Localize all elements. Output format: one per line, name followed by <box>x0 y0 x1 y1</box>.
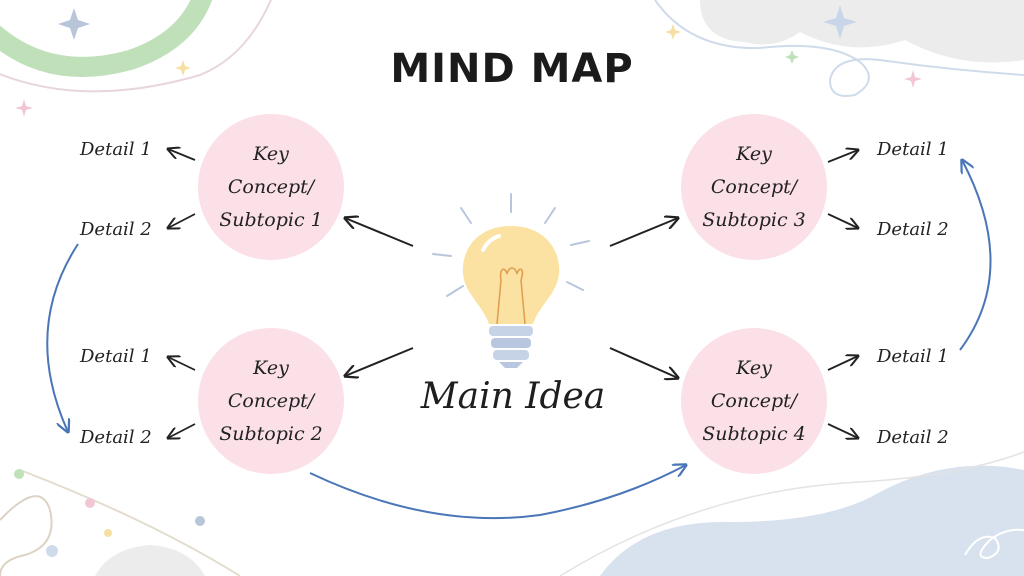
page-title: MIND MAP <box>390 46 634 92</box>
subtopic-3-detail-2: Detail 2 <box>877 219 949 240</box>
subtopic-3-label: Key Concept/ Subtopic 3 <box>702 142 806 231</box>
four-point-star <box>785 50 799 64</box>
flow-arrow <box>309 465 686 520</box>
flow-arrow <box>46 243 79 432</box>
arrow-to-detail <box>168 423 196 438</box>
subtopic-3-detail-1: Detail 1 <box>877 139 949 160</box>
subtopic-2-label: Key Concept/ Subtopic 2 <box>219 356 323 445</box>
four-point-star <box>823 5 857 39</box>
mauve-arc <box>0 0 272 93</box>
gray-curve <box>559 451 1024 576</box>
dot <box>195 516 205 526</box>
four-point-star <box>175 60 191 76</box>
arrow-to-detail <box>168 357 196 371</box>
arrow-to-detail <box>168 149 196 161</box>
tan-curve <box>19 469 241 576</box>
subtopic-1-node: Key Concept/ Subtopic 1 <box>198 114 344 260</box>
lightbulb-icon <box>432 193 590 368</box>
arrow-to-subtopic-2 <box>345 347 414 376</box>
subtopic-2-node: Key Concept/ Subtopic 2 <box>198 328 344 474</box>
subtopic-2-detail-1: Detail 1 <box>80 346 152 367</box>
arrow-to-subtopic-3 <box>609 218 678 247</box>
arrow-to-detail <box>827 423 858 438</box>
arrow-to-subtopic-1 <box>345 218 414 247</box>
dot <box>46 545 58 557</box>
subtopic-2-detail-2: Detail 2 <box>80 427 152 448</box>
subtopic-3-node: Key Concept/ Subtopic 3 <box>681 114 827 260</box>
subtopic-4-detail-1: Detail 1 <box>877 346 949 367</box>
subtopic-1-label: Key Concept/ Subtopic 1 <box>219 142 323 231</box>
gray-blob <box>95 545 205 576</box>
arrow-to-detail <box>827 150 858 163</box>
flow-arrow <box>959 160 992 351</box>
four-point-star <box>58 8 90 40</box>
arrow-to-detail <box>168 213 196 228</box>
dot <box>14 469 24 479</box>
green-arc <box>0 0 213 77</box>
four-point-star <box>904 70 922 88</box>
white-swirl <box>964 528 1024 560</box>
arrow-to-subtopic-4 <box>609 347 678 378</box>
gray-cloud <box>700 0 1024 63</box>
main-idea-label: Main Idea <box>420 376 606 417</box>
dot <box>104 529 112 537</box>
four-point-star <box>665 24 681 40</box>
subtopic-4-label: Key Concept/ Subtopic 4 <box>702 356 806 445</box>
subtopic-4-detail-2: Detail 2 <box>877 427 949 448</box>
blue-swirl <box>654 0 1024 97</box>
subtopic-1-detail-1: Detail 1 <box>80 139 152 160</box>
four-point-star <box>15 99 33 117</box>
subtopic-4-node: Key Concept/ Subtopic 4 <box>681 328 827 474</box>
arrow-to-detail <box>827 356 858 371</box>
tan-swirl <box>0 495 53 576</box>
blue-blob <box>600 465 1024 576</box>
subtopic-1-detail-2: Detail 2 <box>80 219 152 240</box>
dot <box>85 498 95 508</box>
arrow-to-detail <box>827 213 858 228</box>
